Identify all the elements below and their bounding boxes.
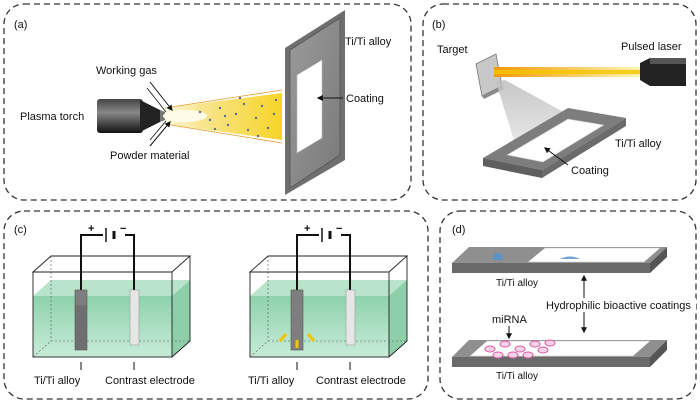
plasma-jet [163, 89, 283, 144]
panel-a-label: (a) [14, 19, 27, 31]
contrast-electrode-left [129, 289, 140, 346]
working-gas-label: Working gas [96, 65, 157, 77]
coating-label-b: Coating [571, 165, 609, 177]
ti-electrode-right [290, 289, 304, 351]
water-droplet-uncoated [493, 253, 503, 260]
electrode-label-c-left: Contrast electrode [105, 375, 195, 387]
electrolysis-tank-left [31, 228, 192, 370]
target-label: Target [437, 44, 468, 56]
panel-a: (a) [3, 3, 412, 201]
panel-b-border [422, 3, 697, 201]
powder-material-label: Powder material [110, 150, 189, 162]
substrate-label-d-bottom: Ti/Ti alloy [496, 371, 538, 382]
negative-sign-right: − [336, 223, 342, 235]
water-droplet-coated [560, 256, 580, 259]
panel-b-label: (b) [432, 19, 445, 31]
mirna-particles [484, 339, 556, 359]
substrate-plate-d-top [452, 247, 667, 273]
panel-a-border [3, 3, 412, 201]
positive-sign-left: + [88, 223, 94, 235]
pulsed-laser-icon [640, 58, 686, 86]
substrate-plate-a [285, 10, 345, 195]
coating-pointer-b [544, 147, 569, 166]
substrate-label-b: Ti/Ti alloy [615, 138, 662, 150]
hydrophilic-coating-top [527, 247, 661, 263]
substrate-plate-d-bottom [452, 339, 667, 367]
pulsed-laser-label: Pulsed laser [621, 41, 682, 53]
plasma-torch-icon [97, 99, 168, 133]
positive-sign-right: + [304, 223, 310, 235]
substrate-label-d-top: Ti/Ti alloy [496, 278, 538, 289]
panel-d: (d) Ti/Ti alloy [439, 210, 697, 400]
panel-c: (c) + − Ti/Ti alloy Contr [3, 210, 429, 400]
working-gas-line [149, 81, 173, 111]
mirna-label: miRNA [492, 314, 527, 326]
negative-sign-left: − [120, 223, 126, 235]
coating-label-a: Coating [346, 93, 384, 105]
deposition-arrows [278, 333, 316, 348]
hydrophilic-coatings-label: Hydrophilic bioactive coatings [546, 300, 691, 312]
panel-c-label: (c) [14, 224, 27, 236]
panel-c-border [3, 210, 429, 400]
coating-patch-b [506, 118, 605, 163]
electrolysis-tank-right [248, 228, 409, 370]
panel-b: (b) Target Pulsed laser Ti/Ti alloy Coat… [422, 3, 697, 201]
panel-d-label: (d) [452, 224, 465, 236]
powder-feed-line [149, 121, 171, 147]
coating-patch-a [296, 59, 323, 154]
electrode-label-c-right: Contrast electrode [316, 375, 406, 387]
substrate-label-c-right: Ti/Ti alloy [248, 375, 295, 387]
substrate-label-c-left: Ti/Ti alloy [34, 375, 81, 387]
plasma-torch-label: Plasma torch [20, 111, 84, 123]
substrate-plate-b [483, 108, 626, 178]
contrast-electrode-right [345, 289, 356, 346]
substrate-label-a: Ti/Ti alloy [345, 36, 392, 48]
